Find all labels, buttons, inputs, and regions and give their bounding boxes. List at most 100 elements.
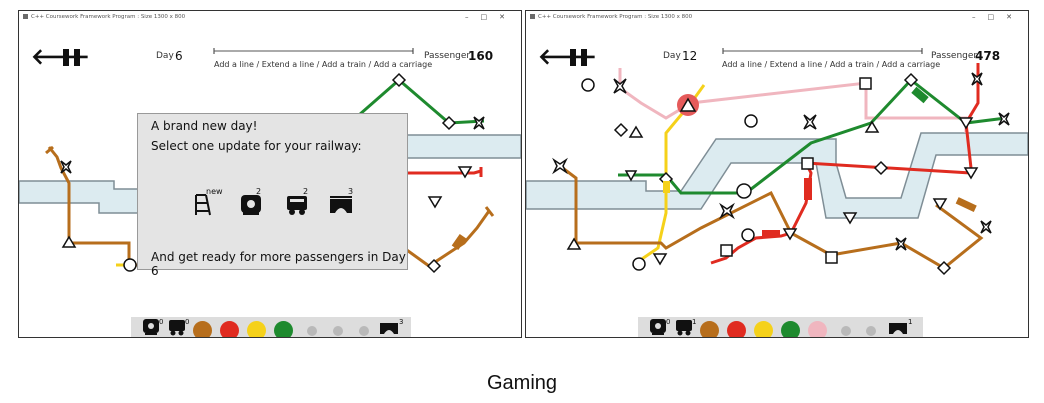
metro-map[interactable] bbox=[526, 23, 1028, 337]
train[interactable] bbox=[663, 181, 670, 193]
back-arrow-icon[interactable]: 🡐 bbox=[31, 45, 90, 70]
station-diamond-icon[interactable] bbox=[873, 160, 889, 176]
station-diamond-icon[interactable] bbox=[936, 260, 952, 276]
green-line[interactable] bbox=[358, 78, 485, 125]
locomotive-icon[interactable] bbox=[141, 317, 161, 337]
window-title: C++ Coursework Framework Program : Size … bbox=[538, 14, 693, 20]
carriage-icon[interactable] bbox=[167, 317, 187, 337]
station-square-icon[interactable] bbox=[859, 77, 872, 90]
brown-line-east[interactable] bbox=[403, 210, 491, 268]
station-diamond-icon[interactable] bbox=[441, 115, 457, 131]
locomotive-icon[interactable] bbox=[238, 191, 264, 217]
pause-icon[interactable] bbox=[63, 49, 80, 66]
window-controls[interactable]: –□✕ bbox=[465, 13, 517, 21]
station-star-icon[interactable] bbox=[803, 114, 817, 130]
game-canvas[interactable]: 🡐 Day 6 Add a line / Extend a line / Add… bbox=[19, 23, 521, 337]
brown-line-button[interactable] bbox=[193, 321, 212, 337]
station-star-icon[interactable] bbox=[473, 116, 485, 130]
station-triangle-icon[interactable] bbox=[628, 125, 644, 138]
station-triangle-icon[interactable] bbox=[652, 253, 668, 266]
red-line-button[interactable] bbox=[220, 321, 239, 337]
passenger-label: Passenger bbox=[424, 51, 471, 61]
yellow-line-button[interactable] bbox=[754, 321, 773, 337]
carriage-icon[interactable] bbox=[674, 317, 694, 337]
station-square-icon[interactable] bbox=[801, 157, 814, 170]
green-line-button[interactable] bbox=[781, 321, 800, 337]
train[interactable] bbox=[804, 178, 812, 200]
station-star-icon[interactable] bbox=[60, 160, 72, 174]
carriage-icon[interactable] bbox=[284, 191, 310, 217]
station-triangle-icon[interactable] bbox=[864, 120, 880, 133]
station-circle-icon[interactable] bbox=[581, 78, 595, 92]
game-window-right: C++ Coursework Framework Program : Size … bbox=[525, 10, 1029, 338]
station-star-icon[interactable] bbox=[980, 220, 992, 234]
station-triangle-icon[interactable] bbox=[679, 97, 697, 112]
upgrade-badge: 3 bbox=[348, 187, 354, 196]
station-triangle-icon[interactable] bbox=[842, 212, 858, 225]
bridge-icon[interactable] bbox=[328, 191, 354, 217]
back-arrow-icon[interactable]: 🡐 bbox=[538, 45, 597, 70]
station-triangle-icon[interactable] bbox=[624, 170, 638, 182]
red-line[interactable] bbox=[404, 169, 482, 175]
station-star-icon[interactable] bbox=[552, 157, 568, 175]
progress-bar bbox=[213, 48, 414, 54]
progress-bar bbox=[722, 48, 923, 54]
station-triangle-icon[interactable] bbox=[566, 237, 582, 250]
train[interactable] bbox=[955, 197, 977, 212]
red-line-button[interactable] bbox=[727, 321, 746, 337]
day-value: 6 bbox=[175, 49, 183, 63]
station-square-icon[interactable] bbox=[825, 251, 838, 264]
green-line-button[interactable] bbox=[274, 321, 293, 337]
locomotive-icon[interactable] bbox=[648, 317, 668, 337]
station-triangle-icon[interactable] bbox=[782, 228, 798, 241]
station-diamond-icon[interactable] bbox=[426, 258, 442, 274]
station-diamond-icon[interactable] bbox=[903, 72, 919, 88]
station-star-icon[interactable] bbox=[998, 112, 1010, 126]
pink-line[interactable] bbox=[618, 68, 968, 133]
locomotive-count: 0 bbox=[159, 318, 164, 326]
bridge-icon[interactable] bbox=[379, 317, 399, 337]
station-triangle-icon[interactable] bbox=[457, 166, 473, 179]
station-circle-icon[interactable] bbox=[736, 183, 752, 199]
station-star-icon[interactable] bbox=[971, 72, 983, 86]
bridge-icon[interactable] bbox=[888, 317, 908, 337]
red-line[interactable] bbox=[710, 63, 980, 265]
window-titlebar: C++ Coursework Framework Program : Size … bbox=[526, 11, 1028, 23]
station-diamond-icon[interactable] bbox=[391, 72, 407, 88]
locked-line-slot bbox=[333, 326, 343, 336]
train[interactable] bbox=[451, 233, 467, 251]
station-circle-icon[interactable] bbox=[123, 258, 137, 272]
line-end bbox=[484, 206, 495, 217]
line-end bbox=[45, 145, 54, 155]
brown-line-button[interactable] bbox=[700, 321, 719, 337]
pause-icon[interactable] bbox=[570, 49, 587, 66]
station-triangle-icon[interactable] bbox=[932, 198, 948, 211]
locked-line-slot bbox=[359, 326, 369, 336]
app-icon bbox=[23, 14, 28, 19]
bridge-count: 1 bbox=[908, 318, 913, 326]
game-canvas[interactable]: 🡐 Day 12 Add a line / Extend a line / Ad… bbox=[526, 23, 1028, 337]
station-circle-icon[interactable] bbox=[632, 257, 646, 271]
pink-line-button[interactable] bbox=[808, 321, 827, 337]
station-triangle-icon[interactable] bbox=[963, 167, 979, 180]
station-triangle-icon[interactable] bbox=[61, 235, 77, 248]
station-triangle-icon[interactable] bbox=[427, 196, 443, 209]
station-star-icon[interactable] bbox=[719, 202, 735, 220]
window-controls[interactable]: –□✕ bbox=[972, 13, 1024, 21]
locked-line-slot bbox=[866, 326, 876, 336]
river bbox=[526, 132, 1028, 219]
new-day-dialog: A brand new day! Select one update for y… bbox=[137, 113, 408, 278]
station-circle-icon[interactable] bbox=[744, 114, 758, 128]
train[interactable] bbox=[911, 86, 929, 104]
instruction-text: Add a line / Extend a line / Add a train… bbox=[722, 60, 941, 69]
station-star-icon[interactable] bbox=[613, 78, 627, 94]
station-circle-icon[interactable] bbox=[741, 228, 755, 242]
station-star-icon[interactable] bbox=[895, 237, 907, 251]
station-triangle-icon[interactable] bbox=[958, 117, 974, 130]
new-line-icon[interactable] bbox=[190, 191, 216, 217]
instruction-text: Add a line / Extend a line / Add a train… bbox=[214, 60, 433, 69]
yellow-line-button[interactable] bbox=[247, 321, 266, 337]
station-square-icon[interactable] bbox=[720, 244, 733, 257]
station-diamond-icon[interactable] bbox=[613, 122, 629, 138]
train[interactable] bbox=[762, 230, 780, 237]
